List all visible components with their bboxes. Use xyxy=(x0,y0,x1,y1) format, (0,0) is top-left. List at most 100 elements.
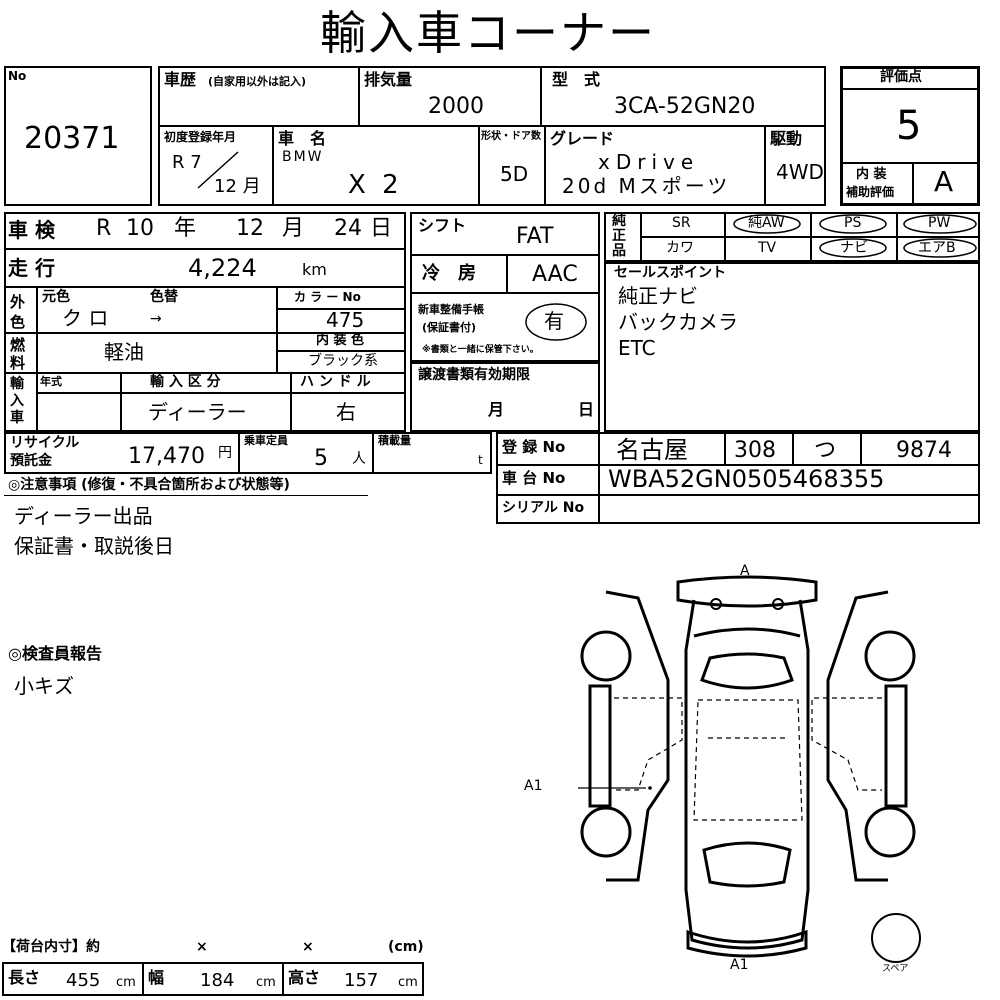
displacement-label: 排気量 xyxy=(364,70,413,89)
shift-value: FAT xyxy=(516,224,554,249)
load-label: 積載量 xyxy=(378,434,411,447)
aircon-box: 冷 房 AAC xyxy=(410,254,600,294)
equip-navi: ナビ xyxy=(840,240,868,256)
inspection-year: 10 xyxy=(126,216,154,241)
sales-point-2: バックカメラ xyxy=(618,310,738,334)
length-unit: cm xyxy=(116,975,136,990)
grade-label: グレード xyxy=(550,129,615,148)
equipment-label: 純正品 xyxy=(612,213,626,259)
chassis-value: WBA52GN0505468355 xyxy=(608,465,885,493)
inspector-text: 小キズ xyxy=(14,674,74,698)
import-type-label: 輸 入 区 分 xyxy=(150,374,221,390)
lot-number-box: No 20371 xyxy=(4,66,152,206)
color-code-value: 475 xyxy=(326,308,365,332)
model-type-label: 型 式 xyxy=(552,70,601,89)
import-year-label: 年式 xyxy=(40,375,62,388)
cargo-x2: × xyxy=(302,939,314,955)
lot-number: 20371 xyxy=(24,121,120,156)
serial-label: シリアル No xyxy=(502,500,585,516)
sales-point-3: ETC xyxy=(618,336,656,360)
shift-box: シフト FAT xyxy=(410,212,600,256)
diagram-front-label: A xyxy=(740,563,750,579)
transfer-day: 日 xyxy=(578,400,595,419)
manual-value: 有 xyxy=(544,309,564,333)
history-label: 車歴 xyxy=(164,70,197,89)
equip-oval-2 xyxy=(819,214,887,234)
registration-kana: つ xyxy=(814,438,837,463)
score-value: 5 xyxy=(896,103,922,149)
width-value: 184 xyxy=(200,970,235,991)
equip-oval-3 xyxy=(903,214,977,234)
inspection-era: R xyxy=(96,216,112,241)
car-name-label: 車 名 xyxy=(278,129,327,148)
equip-sr: SR xyxy=(672,215,691,231)
first-registration-month: 12 月 xyxy=(214,176,261,197)
capacity-unit: 人 xyxy=(352,451,366,467)
mileage-unit: km xyxy=(302,260,327,279)
equip-alloy: 純AW xyxy=(748,215,785,231)
recycle-unit: 円 xyxy=(218,445,232,461)
sales-points-label: セールスポイント xyxy=(614,265,726,281)
equip-ps: PS xyxy=(844,215,862,231)
equip-tv: TV xyxy=(758,240,777,256)
aircon-label: 冷 房 xyxy=(422,263,476,284)
manual-label-1: 新車整備手帳 xyxy=(418,303,484,316)
notes-label: ◎注意事項 (修復・不具合箇所および状態等) xyxy=(8,477,290,493)
import-label: 輸入車 xyxy=(10,376,24,426)
dimensions-box xyxy=(2,962,424,996)
height-label: 高さ xyxy=(288,968,321,987)
drive-label: 駆動 xyxy=(770,129,803,148)
recycle-label-2: 預託金 xyxy=(10,453,52,469)
vehicle-info-box xyxy=(4,212,406,432)
handle-label: ハ ン ド ル xyxy=(300,374,371,390)
body-doors-label: 形状・ドア数 xyxy=(481,131,541,142)
length-label: 長さ xyxy=(8,968,41,987)
interior-label-2: 補助評価 xyxy=(846,185,895,199)
interior-label-1: 内 装 xyxy=(856,167,887,182)
load-unit: t xyxy=(478,453,483,467)
recycle-label-1: リサイクル xyxy=(10,435,80,451)
recycle-value: 17,470 xyxy=(128,444,205,469)
outer-color-label: 外色 xyxy=(10,293,26,331)
cargo-label: 【荷台内寸】約 xyxy=(2,939,100,955)
registration-area: 名古屋 xyxy=(616,436,688,464)
diagram-rear-mark: A1 xyxy=(730,957,749,973)
model-type-value: 3CA-52GN20 xyxy=(614,94,756,119)
length-value: 455 xyxy=(66,970,101,991)
diagram-spare-label: スペア xyxy=(882,964,909,974)
width-unit: cm xyxy=(256,975,276,990)
interior-color-value: ブラック系 xyxy=(308,353,378,369)
registration-box xyxy=(496,432,980,524)
recycle-box xyxy=(4,432,492,474)
registration-class: 308 xyxy=(734,438,776,463)
car-maker: BMW xyxy=(282,149,324,165)
manual-note: ※書類と一緒に保管下さい。 xyxy=(422,345,539,355)
height-value: 157 xyxy=(344,970,379,991)
interior-color-label: 内 装 色 xyxy=(316,333,365,348)
page-title: 輸入車コーナー xyxy=(320,6,656,60)
manual-oval xyxy=(525,303,587,341)
mileage-value: 4,224 xyxy=(188,254,257,282)
change-color-value: → xyxy=(150,311,162,327)
inspector-label: ◎検査員報告 xyxy=(8,644,102,663)
inspection-day-unit: 日 xyxy=(370,216,393,241)
transfer-month: 月 xyxy=(488,400,505,419)
equip-leather: カワ xyxy=(666,240,694,256)
transfer-label: 譲渡書類有効期限 xyxy=(418,367,530,383)
sales-point-1: 純正ナビ xyxy=(618,284,698,308)
fuel-value: 軽油 xyxy=(104,340,144,364)
grade-line1: xDrive xyxy=(598,150,700,174)
equip-oval-4 xyxy=(819,238,887,258)
transfer-box: 譲渡書類有効期限 月 日 xyxy=(410,362,600,432)
registration-number: 9874 xyxy=(896,438,952,463)
history-note: (自家用以外は記入) xyxy=(208,75,307,88)
registration-label: 登 録 No xyxy=(502,438,566,456)
orig-color-value: ク ロ xyxy=(62,306,109,330)
notes-line-2: 保証書・取説後日 xyxy=(14,534,174,558)
date-slash xyxy=(197,151,239,189)
width-label: 幅 xyxy=(148,968,165,987)
shift-label: シフト xyxy=(418,216,467,235)
equip-airbag: エアB xyxy=(918,240,956,256)
fuel-label: 燃料 xyxy=(10,336,26,372)
notes-line-1: ディーラー出品 xyxy=(14,504,153,528)
